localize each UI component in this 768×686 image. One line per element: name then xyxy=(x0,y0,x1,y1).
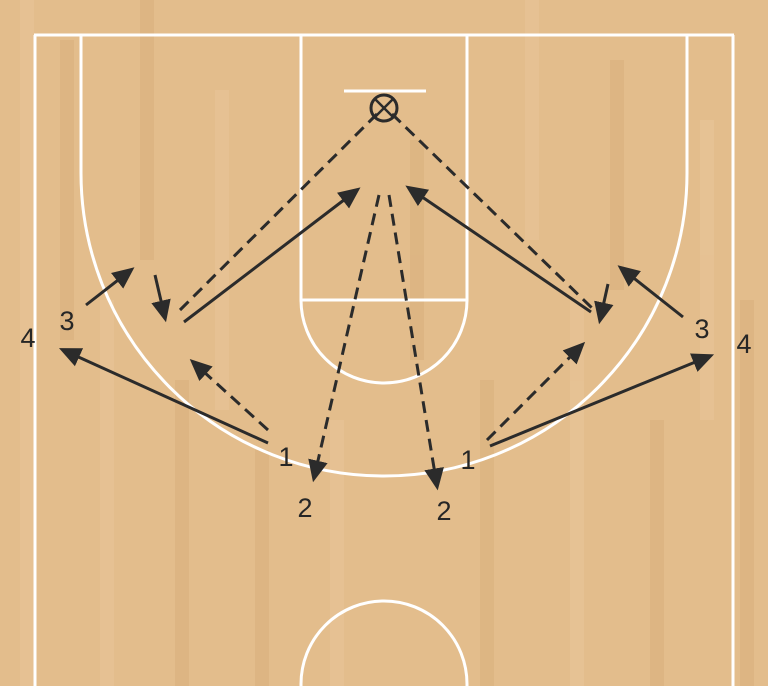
p3-left-move-up xyxy=(85,267,135,307)
player-1-left-label: 1 xyxy=(278,442,293,472)
play-movements xyxy=(58,112,715,491)
right-wing-pass-to-basket xyxy=(390,112,594,310)
p1-right-pass-to-wing xyxy=(485,341,586,442)
p1-left-cut-to-corner xyxy=(58,348,269,445)
p1-left-pass-to-wing xyxy=(189,359,270,432)
player-1-right-label: 1 xyxy=(460,445,475,475)
player-2-right-label: 2 xyxy=(436,496,451,526)
player-3-right-label: 3 xyxy=(694,314,709,344)
player-4-left-label: 4 xyxy=(20,323,35,353)
right-wing-cut-to-paint xyxy=(405,185,592,314)
floor-planks xyxy=(20,0,754,686)
paint-lane xyxy=(299,33,469,302)
player-2-left-label: 2 xyxy=(297,493,312,523)
p1-right-cut-to-corner xyxy=(489,353,715,448)
left-wing-cut-to-paint xyxy=(183,187,361,324)
hoop-icon xyxy=(369,93,399,123)
court-lines xyxy=(33,33,735,686)
paint-pass-to-right-2 xyxy=(387,194,444,491)
paint-pass-to-left-2 xyxy=(308,194,381,483)
player-labels: 1 1 2 2 3 3 4 4 xyxy=(20,306,751,526)
center-circle xyxy=(299,599,469,686)
player-3-left-label: 3 xyxy=(59,306,74,336)
p3-right-move-up xyxy=(617,265,684,319)
p3-left-screen xyxy=(151,274,171,323)
free-throw-circle xyxy=(299,299,469,385)
player-4-right-label: 4 xyxy=(736,329,751,359)
p3-right-screen xyxy=(594,283,614,325)
left-wing-pass-to-basket xyxy=(178,112,379,312)
three-point-line xyxy=(79,35,689,478)
